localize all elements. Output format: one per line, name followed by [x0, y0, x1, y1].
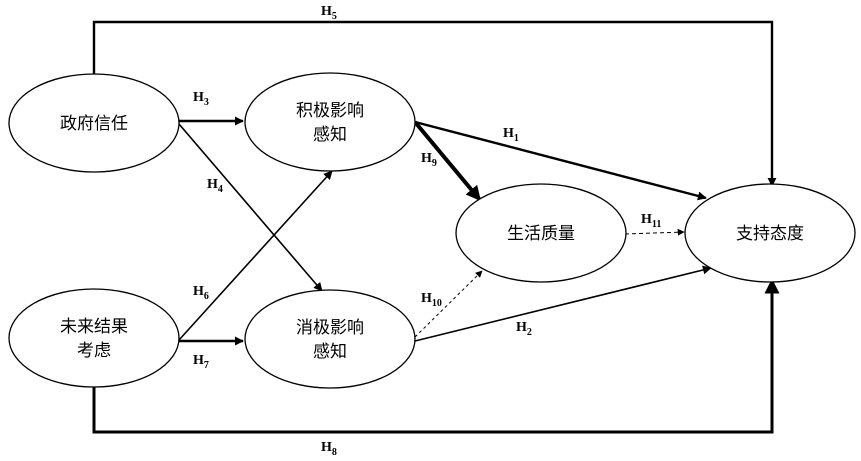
- node-future-consideration: 未来结果 考虑: [8, 288, 180, 388]
- hypothesis-label-h11: H11: [641, 212, 661, 230]
- node-negative-impact-label-line1: 消极影响: [296, 318, 364, 338]
- node-quality-of-life: 生活质量: [455, 183, 627, 283]
- node-quality-of-life-label: 生活质量: [507, 224, 575, 244]
- path-h10: [414, 270, 483, 338]
- path-h8: [92, 278, 780, 434]
- path-h5: [92, 20, 777, 187]
- hypothesis-label-h1: H1: [503, 126, 519, 144]
- node-future-consideration-label-line1: 未来结果: [60, 317, 128, 337]
- path-h6: [178, 170, 333, 341]
- node-negative-impact-label-line2: 感知: [313, 342, 347, 362]
- hypothesis-label-h6: H6: [193, 284, 209, 302]
- node-positive-impact-label-line2: 感知: [313, 125, 347, 145]
- path-h4: [178, 123, 323, 292]
- hypothesis-label-h4: H4: [207, 177, 223, 195]
- node-government-trust: 政府信任: [8, 73, 180, 173]
- node-government-trust-label: 政府信任: [60, 114, 128, 134]
- node-positive-impact: 积极影响 感知: [244, 72, 416, 172]
- node-support-attitude-label: 支持态度: [736, 224, 804, 244]
- hypothesis-label-h2: H2: [516, 320, 532, 338]
- hypothesis-label-h7: H7: [193, 353, 209, 371]
- path-h2: [414, 265, 712, 342]
- node-support-attitude: 支持态度: [684, 183, 856, 283]
- hypothesis-label-h3: H3: [193, 90, 209, 108]
- hypothesis-label-h5: H5: [321, 4, 337, 22]
- node-positive-impact-label-line1: 积极影响: [296, 101, 364, 121]
- path-h9: [413, 120, 482, 202]
- node-future-consideration-label-line2: 考虑: [77, 341, 111, 361]
- hypothesis-label-h9: H9: [421, 151, 437, 169]
- node-negative-impact: 消极影响 感知: [244, 289, 416, 389]
- hypothesis-label-h8: H8: [321, 440, 337, 458]
- hypothesis-label-h10: H10: [421, 291, 442, 309]
- path-h11: [624, 228, 685, 236]
- path-h1: [414, 120, 707, 201]
